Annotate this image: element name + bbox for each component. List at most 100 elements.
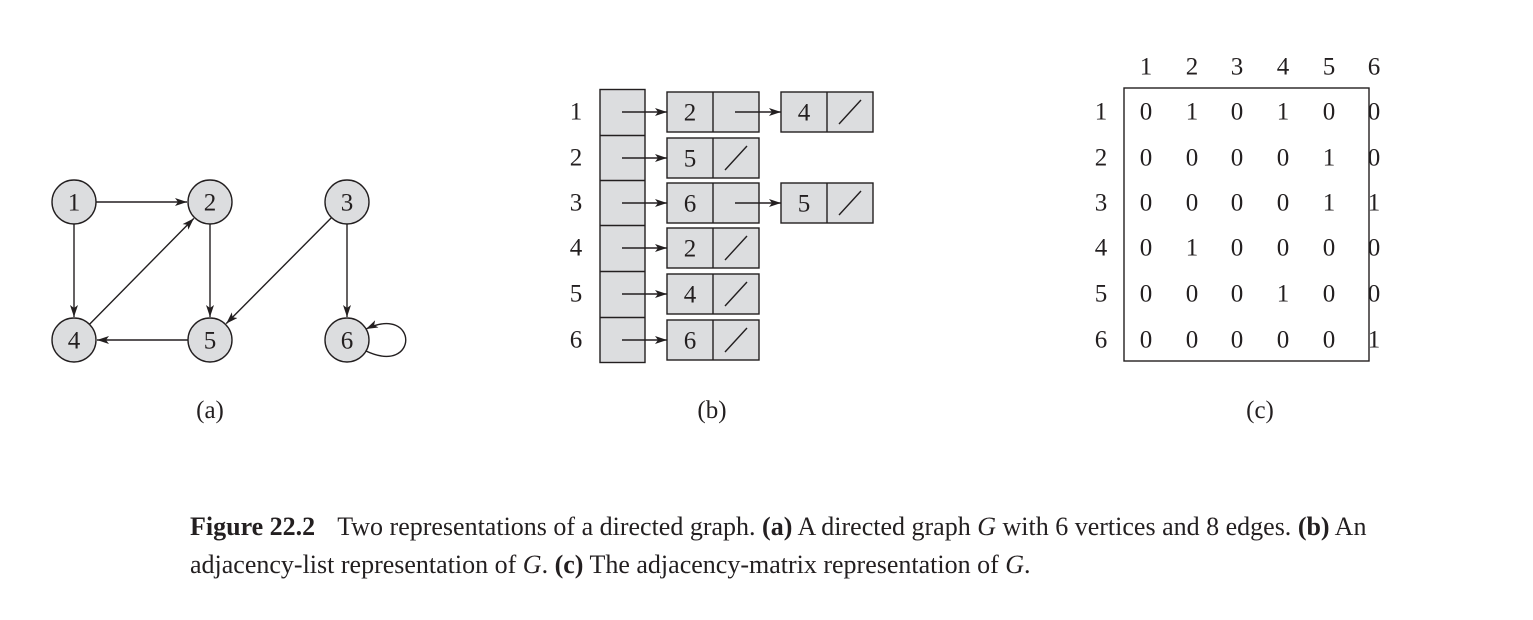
vertex-1: 1	[51, 179, 97, 225]
matrix-cell: 0	[1140, 281, 1153, 308]
matrix-cell: 0	[1277, 190, 1290, 217]
graph-edges	[70, 198, 407, 358]
graph-panel-label: (a)	[196, 397, 224, 424]
vertex-label: 6	[341, 328, 354, 355]
matrix-cell: 0	[1323, 327, 1336, 354]
matrix-border	[1123, 87, 1370, 362]
matrix-cell: 1	[1323, 145, 1336, 172]
list-node-key: 6	[684, 191, 697, 218]
list-row-label: 6	[570, 327, 583, 354]
vertex-label: 1	[68, 190, 81, 217]
caption-symbol-g3: G	[1005, 550, 1025, 579]
list-node: 2	[666, 91, 781, 133]
matrix-cell: 0	[1277, 145, 1290, 172]
list-row-label: 2	[570, 145, 583, 172]
list-row-label: 1	[570, 99, 583, 126]
matrix-col-header: 2	[1186, 54, 1199, 81]
caption-text-5: The adjacency-matrix representation of	[589, 550, 999, 579]
list-panel-label: (b)	[697, 397, 726, 424]
matrix-cell: 1	[1277, 281, 1290, 308]
nil-slash	[724, 281, 748, 307]
edge-6-6	[365, 320, 407, 358]
matrix-cell: 0	[1368, 99, 1381, 126]
list-node-key: 2	[684, 236, 697, 263]
list-node: 4	[780, 91, 874, 133]
matrix-col-header: 6	[1368, 54, 1381, 81]
nil-slash	[724, 235, 748, 261]
list-node: 5	[780, 182, 874, 224]
caption-tag-c: (c)	[554, 550, 584, 579]
vertex-circle	[51, 317, 97, 363]
caption-tag-b: (b)	[1297, 512, 1330, 541]
matrix-cell: 0	[1323, 281, 1336, 308]
matrix-cell: 0	[1186, 281, 1199, 308]
vertex-2: 2	[187, 179, 233, 225]
vertex-5: 5	[187, 317, 233, 363]
list-row-label: 5	[570, 281, 583, 308]
matrix-row-header: 2	[1095, 145, 1108, 172]
nil-slash	[724, 145, 748, 171]
matrix-cell: 1	[1186, 235, 1199, 262]
caption-tag-a: (a)	[762, 512, 793, 541]
caption-period-2: .	[1024, 550, 1031, 579]
matrix-cell: 1	[1368, 190, 1381, 217]
matrix-row-header: 3	[1095, 190, 1108, 217]
matrix-panel-label: (c)	[1246, 397, 1274, 424]
vertex-circle	[187, 317, 233, 363]
nil-slash	[838, 99, 862, 125]
matrix-cell: 0	[1231, 99, 1244, 126]
matrix-cell: 0	[1323, 99, 1336, 126]
matrix-cell: 0	[1140, 327, 1153, 354]
caption-text-1: Two representations of a directed graph.	[337, 512, 756, 541]
matrix-cell: 0	[1231, 327, 1244, 354]
matrix-cell: 1	[1277, 99, 1290, 126]
list-node: 6	[666, 182, 781, 224]
matrix-col-header: 3	[1231, 54, 1244, 81]
list-node-key: 5	[684, 146, 697, 173]
matrix-cell: 0	[1140, 235, 1153, 262]
nil-slash	[724, 327, 748, 353]
matrix-row-header: 4	[1095, 235, 1108, 262]
caption-period-1: .	[541, 550, 549, 579]
matrix-cell: 0	[1277, 235, 1290, 262]
list-row-label: 3	[570, 190, 583, 217]
vertex-label: 2	[204, 190, 217, 217]
caption-text-2: A directed graph	[797, 512, 971, 541]
matrix-cell: 0	[1323, 235, 1336, 262]
vertex-label: 3	[341, 190, 354, 217]
matrix-cell: 0	[1186, 190, 1199, 217]
matrix-cell: 0	[1140, 145, 1153, 172]
matrix-row-header: 5	[1095, 281, 1108, 308]
vertex-circle	[51, 179, 97, 225]
vertex-3: 3	[324, 179, 370, 225]
matrix-cell: 0	[1368, 281, 1381, 308]
matrix-cell: 0	[1231, 281, 1244, 308]
list-node-key: 4	[684, 282, 697, 309]
edge-3-5	[225, 217, 332, 325]
matrix-cell: 0	[1368, 235, 1381, 262]
matrix-cell: 0	[1140, 190, 1153, 217]
nil-slash	[838, 190, 862, 216]
matrix-cell: 0	[1231, 190, 1244, 217]
caption-symbol-g2: G	[522, 550, 542, 579]
matrix-cell: 0	[1368, 145, 1381, 172]
matrix-cell: 0	[1231, 145, 1244, 172]
matrix-cell: 0	[1140, 99, 1153, 126]
caption-symbol-g1: G	[977, 512, 996, 541]
list-node-key: 2	[684, 100, 697, 127]
list-node-key: 6	[684, 328, 697, 355]
list-row-1: 1 2 4	[570, 91, 874, 133]
matrix-cell: 1	[1186, 99, 1199, 126]
edge-4-2	[88, 217, 195, 325]
vertex-circle	[324, 179, 370, 225]
